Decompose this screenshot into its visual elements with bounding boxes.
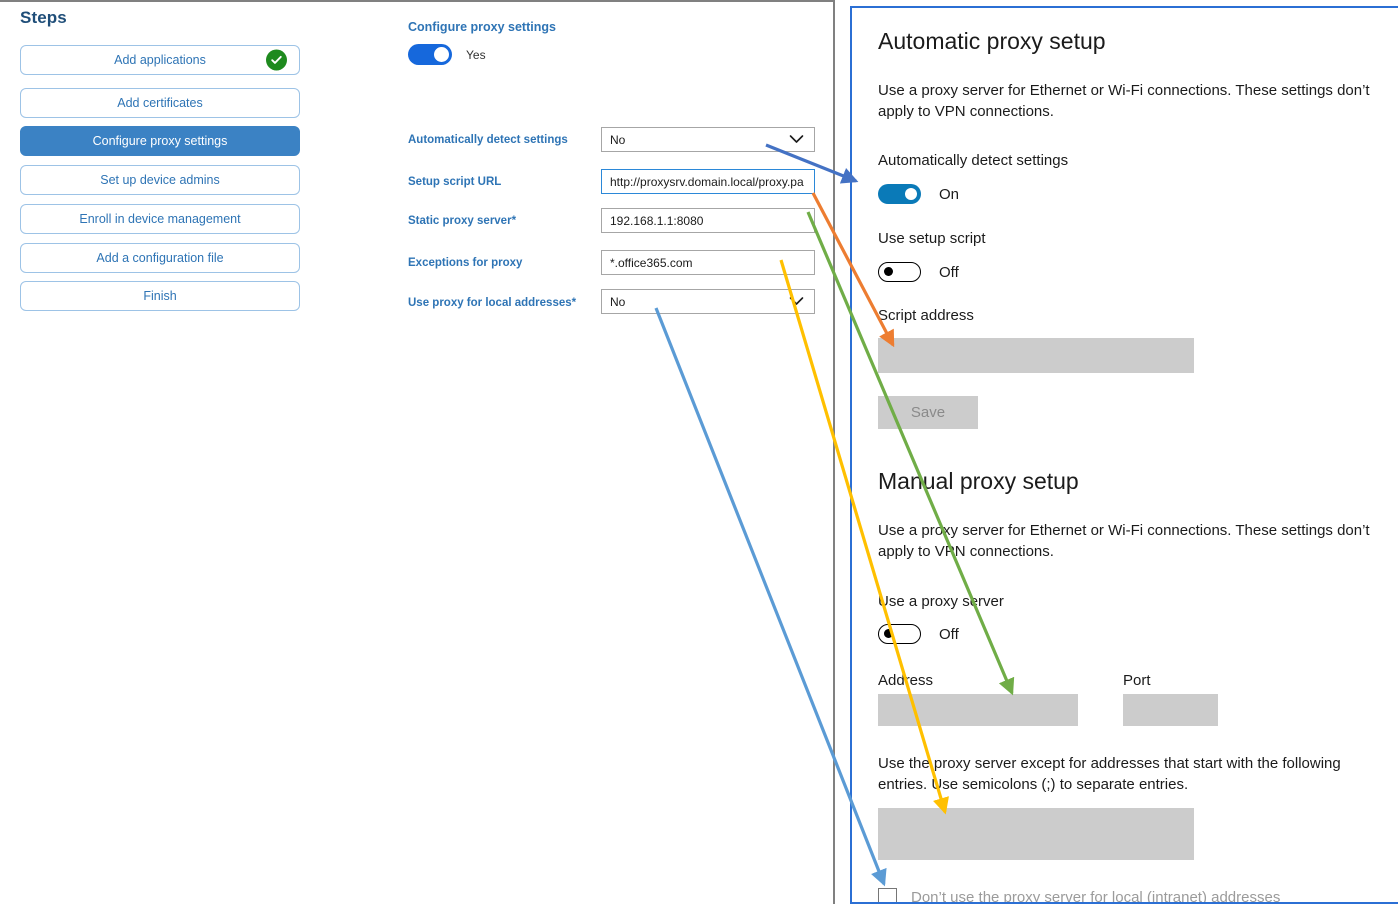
step-label: Set up device admins: [100, 173, 220, 187]
proxy-exceptions-description: Use the proxy server except for addresse…: [878, 755, 1341, 793]
check-circle-icon: [266, 49, 287, 71]
automatically-detect-settings-toggle-row[interactable]: On: [878, 184, 959, 204]
step-item-configure-proxy-settings[interactable]: Configure proxy settings: [20, 126, 300, 156]
use-setup-script-toggle[interactable]: [878, 262, 921, 282]
field-label-use-proxy-for-local-addresses: Use proxy for local addresses*: [408, 297, 577, 309]
port-label: Port: [1123, 672, 1151, 689]
step-item-add-certificates[interactable]: Add certificates: [20, 88, 300, 118]
field-value: No: [610, 132, 626, 147]
manual-proxy-setup-heading: Manual proxy setup: [878, 468, 1079, 494]
field-label-static-proxy-server: Static proxy server*: [408, 215, 517, 227]
use-a-proxy-server-label: Use a proxy server: [878, 593, 1004, 610]
step-label: Configure proxy settings: [92, 134, 228, 148]
top-divider: [0, 0, 834, 2]
field-value: http://proxysrv.domain.local/proxy.pa: [610, 174, 804, 189]
step-label: Add certificates: [117, 96, 203, 110]
field-label-exceptions-for-proxy: Exceptions for proxy: [408, 257, 523, 269]
automatic-proxy-setup-description: Use a proxy server for Ethernet or Wi-Fi…: [878, 82, 1370, 120]
form-section-title: Configure proxy settings: [408, 20, 556, 34]
step-item-add-applications[interactable]: Add applications: [20, 45, 300, 75]
use-a-proxy-server-toggle-row[interactable]: Off: [878, 624, 959, 644]
field-automatically-detect-settings[interactable]: No: [601, 127, 815, 152]
proxy-exceptions-input[interactable]: [878, 808, 1194, 860]
use-a-proxy-server-toggle[interactable]: [878, 624, 921, 644]
checkbox-icon[interactable]: [878, 888, 897, 902]
step-item-set-up-device-admins[interactable]: Set up device admins: [20, 165, 300, 195]
step-label: Add a configuration file: [96, 251, 224, 265]
use-setup-script-state: Off: [939, 263, 959, 281]
windows-proxy-settings-pane: Automatic proxy setup Use a proxy server…: [850, 6, 1398, 904]
address-input[interactable]: [878, 694, 1078, 726]
port-input[interactable]: [1123, 694, 1218, 726]
field-exceptions-for-proxy[interactable]: *.office365.com: [601, 250, 815, 275]
automatically-detect-settings-toggle[interactable]: [878, 184, 921, 204]
chevron-down-icon: [789, 295, 804, 309]
use-setup-script-label: Use setup script: [878, 230, 986, 247]
automatically-detect-settings-state: On: [939, 185, 960, 203]
field-static-proxy-server[interactable]: 192.168.1.1:8080: [601, 208, 815, 233]
save-button[interactable]: Save: [878, 396, 978, 429]
use-a-proxy-server-state: Off: [939, 625, 959, 643]
step-item-finish[interactable]: Finish: [20, 281, 300, 311]
step-label: Finish: [143, 289, 177, 303]
field-use-proxy-for-local-addresses[interactable]: No: [601, 289, 815, 314]
field-setup-script-url[interactable]: http://proxysrv.domain.local/proxy.pa: [601, 169, 815, 194]
use-setup-script-toggle-row[interactable]: Off: [878, 262, 959, 282]
step-item-add-a-configuration-file[interactable]: Add a configuration file: [20, 243, 300, 273]
chevron-down-icon: [789, 133, 804, 147]
manual-proxy-setup-description: Use a proxy server for Ethernet or Wi-Fi…: [878, 522, 1370, 560]
field-value: No: [610, 294, 626, 309]
step-item-enroll-in-device-management[interactable]: Enroll in device management: [20, 204, 300, 234]
configure-proxy-toggle-label: Yes: [466, 47, 486, 62]
configure-proxy-toggle-row[interactable]: Yes: [408, 44, 486, 65]
automatically-detect-settings-label: Automatically detect settings: [878, 152, 1069, 169]
bypass-local-addresses-row[interactable]: Don’t use the proxy server for local (in…: [878, 888, 1281, 904]
step-label: Add applications: [114, 53, 206, 67]
field-value: *.office365.com: [610, 255, 693, 270]
field-label-automatically-detect-settings: Automatically detect settings: [408, 134, 568, 146]
bypass-local-addresses-label: Don’t use the proxy server for local (in…: [911, 889, 1281, 904]
field-label-setup-script-url: Setup script URL: [408, 176, 502, 188]
automatic-proxy-setup-heading: Automatic proxy setup: [878, 28, 1106, 54]
script-address-label: Script address: [878, 307, 974, 324]
configure-proxy-toggle[interactable]: [408, 44, 452, 65]
field-value: 192.168.1.1:8080: [610, 213, 704, 228]
script-address-input[interactable]: [878, 338, 1194, 373]
step-label: Enroll in device management: [79, 212, 241, 226]
vertical-divider: [833, 0, 835, 904]
steps-title: Steps: [20, 8, 67, 27]
address-label: Address: [878, 672, 934, 689]
